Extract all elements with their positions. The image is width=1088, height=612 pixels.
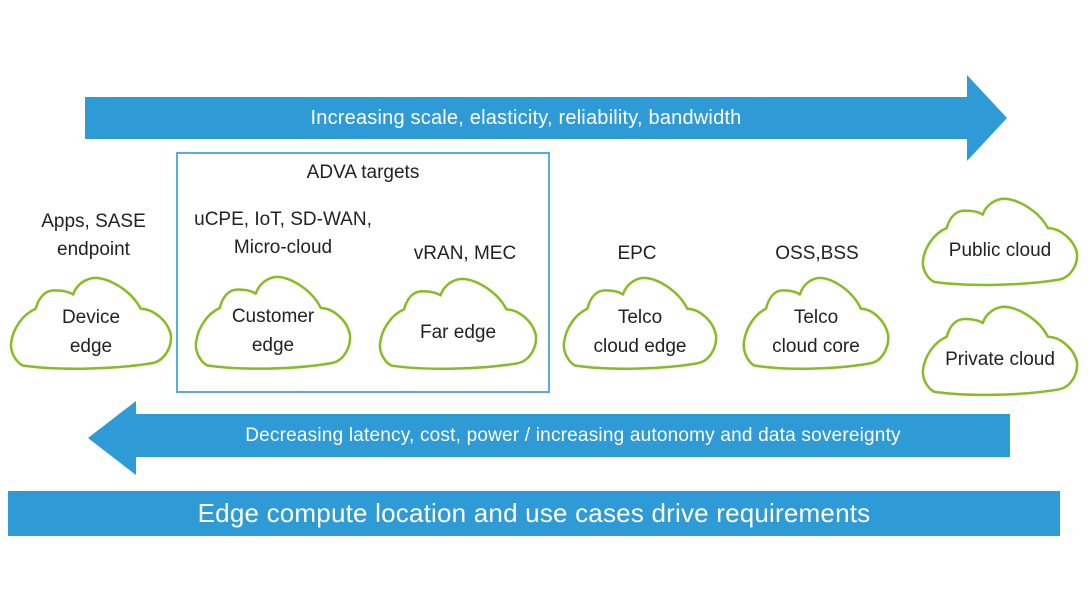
cloud-shape-icon	[193, 276, 353, 373]
scale-arrow-body: Increasing scale, elasticity, reliabilit…	[85, 97, 967, 139]
device-edge-annotation: Apps, SASE endpoint	[41, 211, 146, 260]
latency-arrow-left-head-icon	[88, 401, 136, 475]
cloud-shape-icon	[920, 306, 1080, 399]
cloud-label: Telco cloud edge	[593, 306, 687, 357]
cloud-shape-icon	[8, 277, 174, 373]
cloud-label: Customer edge	[231, 306, 315, 356]
cloud-device-edge: Device edge	[8, 277, 174, 373]
bottom-banner: Edge compute location and use cases driv…	[8, 491, 1060, 536]
telco-cloud-edge-annotation: EPC	[617, 243, 657, 264]
cloud-label: Private cloud	[945, 348, 1055, 370]
cloud-label: Far edge	[419, 321, 497, 343]
cloud-shape-icon	[920, 198, 1080, 289]
scale-arrow-right-head-icon	[967, 75, 1007, 161]
cloud-private-cloud: Private cloud	[920, 306, 1080, 399]
latency-arrow-label: Decreasing latency, cost, power / increa…	[245, 424, 901, 446]
adva-targets-box: ADVA targets uCPE, IoT, SD-WAN, Micro-cl…	[176, 152, 550, 393]
adva-targets-title: ADVA targets	[306, 162, 420, 183]
cloud-far-edge: Far edge	[377, 278, 539, 373]
cloud-label: Device edge	[61, 306, 121, 357]
cloud-public-cloud: Public cloud	[920, 198, 1080, 289]
cloud-telco-cloud-core: Telco cloud core	[741, 277, 891, 373]
adva-tech-vran-label: vRAN, MEC	[413, 243, 517, 264]
adva-tech-ucpe-label: uCPE, IoT, SD-WAN, Micro-cloud	[194, 209, 372, 258]
cloud-telco-cloud-edge: Telco cloud edge	[561, 277, 719, 373]
latency-arrow-body: Decreasing latency, cost, power / increa…	[136, 414, 1010, 457]
cloud-shape-icon	[741, 277, 891, 373]
scale-arrow-label: Increasing scale, elasticity, reliabilit…	[310, 106, 742, 129]
cloud-customer-edge: Customer edge	[193, 276, 353, 373]
cloud-label: Public cloud	[948, 239, 1052, 261]
cloud-label: Telco cloud core	[772, 306, 860, 357]
bottom-banner-label: Edge compute location and use cases driv…	[197, 498, 871, 528]
telco-cloud-core-annotation: OSS,BSS	[775, 243, 859, 264]
cloud-shape-icon	[561, 277, 719, 373]
cloud-shape-icon	[377, 278, 539, 373]
